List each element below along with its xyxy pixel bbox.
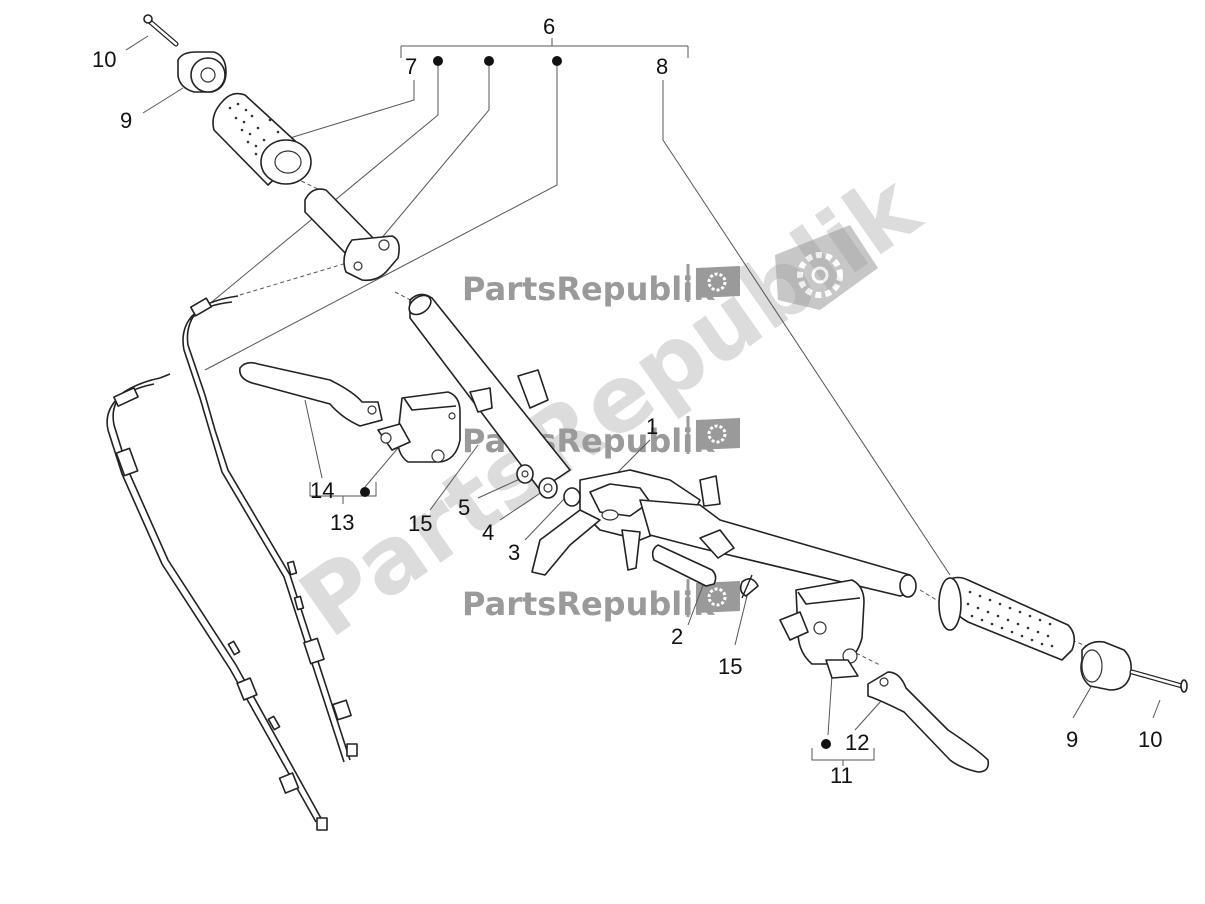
callout-6: 6 xyxy=(543,14,555,39)
callout-7: 7 xyxy=(405,54,417,79)
callout-9-left: 9 xyxy=(120,108,132,133)
flag-icon xyxy=(696,266,740,298)
callout-labels: 6 7 8 10 9 1 14 13 15 5 4 3 2 15 12 11 9… xyxy=(92,14,1162,788)
throttle-cables xyxy=(106,295,358,831)
gear-icon xyxy=(797,252,843,298)
bar-end-weight-left xyxy=(177,51,227,93)
brake-lever-left xyxy=(239,361,383,427)
watermark-text-3: PartsRepublik xyxy=(462,585,715,623)
callout-15-lower: 15 xyxy=(718,654,742,679)
callout-1: 1 xyxy=(646,414,658,439)
watermark-large-logo xyxy=(775,225,878,310)
gear-icon xyxy=(707,587,727,607)
callout-10-left: 10 xyxy=(92,47,116,72)
handle-grip-right xyxy=(938,576,1076,661)
flag-icon xyxy=(696,581,740,613)
callout-14: 14 xyxy=(310,478,334,503)
watermark-text-1: PartsRepublik xyxy=(462,270,715,308)
callout-15-upper: 15 xyxy=(408,511,432,536)
callout-2: 2 xyxy=(671,624,683,649)
master-cylinder-right xyxy=(779,579,865,679)
pin-parts xyxy=(651,544,759,599)
bullet-dot xyxy=(821,739,831,749)
callout-11: 11 xyxy=(830,763,853,788)
spacers xyxy=(516,464,581,507)
flag-icon xyxy=(696,418,740,450)
bullet-dot xyxy=(360,487,370,497)
gear-icon xyxy=(707,424,727,444)
gear-icon xyxy=(707,272,727,292)
master-cylinder-left xyxy=(377,391,461,463)
callout-12: 12 xyxy=(845,730,869,755)
callout-13: 13 xyxy=(330,510,354,535)
throttle-tube xyxy=(304,188,400,282)
callout-3: 3 xyxy=(508,540,520,565)
leader-lines xyxy=(125,35,1161,766)
bullet-dot xyxy=(433,56,443,66)
grip-texture xyxy=(966,590,1054,648)
bar-end-weight-right xyxy=(1080,640,1132,691)
callout-8: 8 xyxy=(656,54,668,79)
handle-grip-left xyxy=(212,92,312,186)
callout-9-right: 9 xyxy=(1066,727,1078,752)
callout-10-right: 10 xyxy=(1138,727,1162,752)
flag-icon xyxy=(775,225,878,310)
group-bracket-6 xyxy=(400,38,689,66)
bullet-dot xyxy=(552,56,562,66)
brake-lever-right xyxy=(867,671,990,773)
watermark-row-1: PartsRepublik xyxy=(462,264,740,308)
callout-4: 4 xyxy=(482,520,494,545)
end-screw-left xyxy=(143,14,179,47)
bullet-dot xyxy=(484,56,494,66)
watermark-row-3: PartsRepublik xyxy=(462,579,740,623)
end-screw-right xyxy=(1129,669,1188,693)
callout-5: 5 xyxy=(458,495,470,520)
